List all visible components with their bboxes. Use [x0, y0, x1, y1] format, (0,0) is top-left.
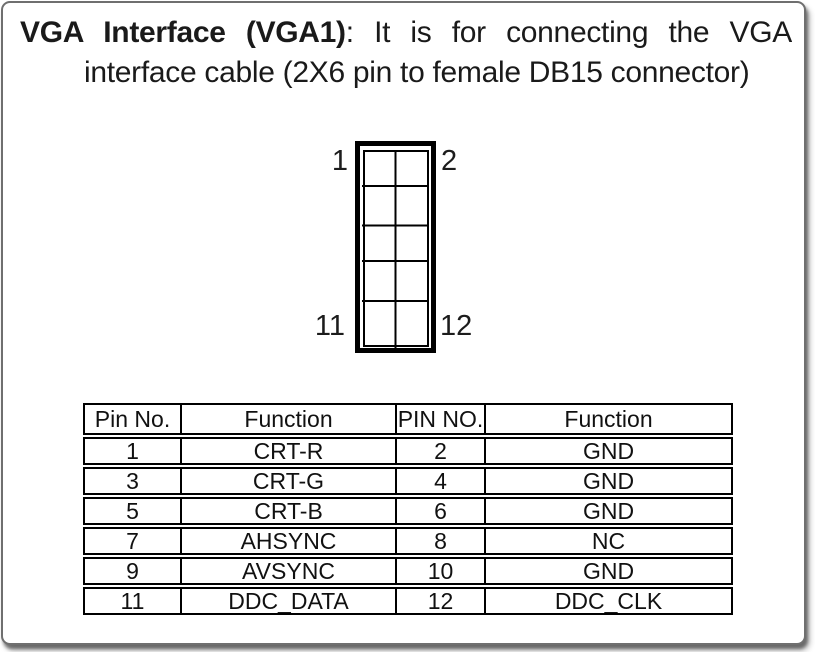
title-colon: : [345, 16, 354, 49]
column-header-function-left: Function [180, 405, 395, 433]
pin-table-cell: NC [484, 529, 731, 553]
pin-table-cell: 4 [395, 469, 484, 493]
connector-outer-frame [355, 141, 436, 353]
column-header-pin-no-right: PIN NO. [395, 405, 484, 433]
title-line1-text: It is for connecting the VGA [374, 16, 792, 49]
pin-table-header-row: Pin No. Function PIN NO. Function [83, 403, 733, 435]
pin-table-cell: 7 [126, 529, 139, 553]
pin-table-cell: 8 [395, 529, 484, 553]
title-line-2: interface cable (2X6 pin to female DB15 … [84, 53, 792, 93]
pin-table-cell: 9 [126, 559, 139, 583]
pin-table-cell: GND [484, 469, 731, 493]
pin-table-cell: DDC_CLK [484, 589, 731, 613]
pin-header-diagram: 1 2 11 12 [315, 141, 472, 353]
pin-table-cell: 10 [395, 559, 484, 583]
pin-table-cell: GND [484, 439, 731, 463]
column-header-function-right: Function [484, 405, 731, 433]
pin-table-cell: AVSYNC [180, 559, 395, 583]
column-header-pin-no: Pin No. [94, 405, 171, 432]
pin-table-cell: GND [484, 559, 731, 583]
title-line2-text: interface cable [84, 56, 275, 89]
pin-table-cell: 1 [126, 439, 139, 463]
pin-table-cell: CRT-B [180, 499, 395, 523]
title-bold-part: VGA Interface (VGA1) [20, 16, 346, 49]
page-title: VGA Interface (VGA1): It is for connecti… [20, 13, 792, 93]
pin-label-2: 2 [441, 145, 457, 177]
pin-label-12: 12 [440, 310, 472, 342]
pin-table-cell: 3 [126, 469, 139, 493]
title-line-1: VGA Interface (VGA1): It is for connecti… [20, 13, 792, 53]
pin-table-cell: 11 [120, 589, 145, 613]
pin-table-cell: DDC_DATA [180, 589, 395, 613]
pin-table-cell: 2 [395, 439, 484, 463]
pin-table-cell: CRT-G [180, 469, 395, 493]
pin-label-11: 11 [315, 310, 345, 342]
pin-table-cell: 6 [395, 499, 484, 523]
manual-page-frame: VGA Interface (VGA1): It is for connecti… [1, 1, 806, 645]
pin-table-cell: CRT-R [180, 439, 395, 463]
title-line2-paren: (2X6 pin to female DB15 connector) [282, 56, 750, 89]
pin-table-cell: 12 [395, 589, 484, 613]
pin-label-1: 1 [332, 145, 348, 177]
pin-table-cell: GND [484, 499, 731, 523]
pin-table-cell: 5 [126, 499, 139, 523]
pin-table: Pin No. Function PIN NO. Function 1 CRT-R… [83, 403, 733, 617]
pin-table-cell: AHSYNC [180, 529, 395, 553]
